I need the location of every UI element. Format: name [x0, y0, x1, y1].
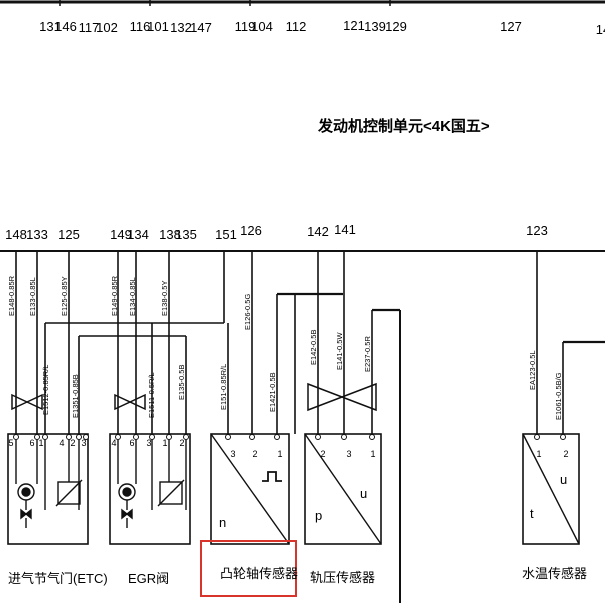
bottom-pin: 123 — [526, 223, 548, 238]
wire-label: EA123-0.5L — [528, 350, 537, 390]
top-pin: 129 — [385, 19, 407, 34]
cam-label-highlight — [200, 540, 297, 597]
bottom-pin: 148 — [5, 227, 27, 242]
wire-label: E1061-0.5B/G — [554, 372, 563, 420]
wire-label: E142-0.5B — [309, 330, 318, 365]
bottom-pin: 134 — [127, 227, 149, 242]
top-pin: 139 — [364, 19, 386, 34]
wire-label: E1351-0.85B — [71, 374, 80, 418]
top-pin: 131 — [39, 19, 61, 34]
cam-label: 凸轮轴传感器 — [220, 566, 298, 581]
egr-label: EGR阀 — [128, 571, 169, 586]
cam-sensor-component: 3 2 1 n — [210, 433, 290, 545]
egr-pin: 3 — [146, 438, 151, 448]
egr-pin: 1 — [162, 438, 167, 448]
wire-label: E1512-0.85R/L — [41, 365, 50, 415]
coolant-temp-sensor-component: 1 2 t u — [522, 433, 580, 545]
bottom-pin: 151 — [215, 227, 237, 242]
bottom-pin: 138 — [159, 227, 181, 242]
cam-pin: 1 — [277, 449, 282, 459]
top-pin: 132 — [170, 20, 192, 35]
top-pin: 101 — [147, 19, 169, 34]
egr-pin: 2 — [179, 438, 184, 448]
egr-pin: 4 — [111, 438, 116, 448]
bottom-pin: 142 — [307, 224, 329, 239]
ecu-bottom-pins: 148 133 125 149 134 138 135 151 126 142 … — [5, 222, 548, 242]
rail-label: 轨压传感器 — [310, 570, 375, 585]
wire-label: E148-0.85R — [7, 275, 16, 316]
rail-symbol-u: u — [360, 486, 367, 501]
bottom-pin: 149 — [110, 227, 132, 242]
wire-label: E138-0.5Y — [160, 281, 169, 316]
wire-label: E1511-0.5R/L — [147, 372, 156, 418]
top-pin: 117 — [79, 20, 100, 35]
wire-label: E1421-0.5B — [268, 372, 277, 412]
top-pin: 104 — [251, 19, 273, 34]
wire-label: E135-0.5B — [177, 365, 186, 400]
etc-pin: 5 — [8, 438, 13, 448]
etc-pin: 2 — [70, 438, 75, 448]
wire-label: E126-0.5G — [243, 294, 252, 330]
cam-pin: 3 — [230, 449, 235, 459]
rail-pin: 1 — [370, 449, 375, 459]
temp-symbol-t: t — [530, 506, 534, 521]
wire-label: E134-0.85L — [128, 277, 137, 316]
etc-pin: 3 — [81, 438, 86, 448]
wire-label: E151-0.85R/L — [219, 364, 228, 410]
etc-pin: 1 — [38, 438, 43, 448]
top-pin: 127 — [500, 19, 522, 34]
wire-label: E237-0.5R — [363, 336, 372, 372]
egr-valve-component: 4 6 3 1 2 — [109, 433, 191, 545]
egr-pin: 6 — [129, 438, 134, 448]
top-pin: 147 — [190, 20, 212, 35]
top-pin: 119 — [235, 19, 256, 34]
wire-label: E141-0.5W — [335, 332, 344, 370]
temp-label: 水温传感器 — [522, 566, 587, 581]
top-pin: 102 — [96, 20, 118, 35]
rail-pressure-sensor-component: 2 3 1 p u — [304, 433, 382, 545]
etc-throttle-component: 5 6 1 4 2 3 — [7, 433, 89, 545]
ecu-top-pins: 131 146 117 102 116 101 132 147 119 104 … — [39, 18, 605, 37]
top-pin: 146 — [55, 19, 77, 34]
etc-pin: 4 — [59, 438, 64, 448]
rail-symbol-p: p — [315, 508, 322, 523]
wire-labels: E148-0.85R E133-0.85L E125-0.85Y E149-0.… — [7, 275, 563, 420]
top-pin: 116 — [130, 19, 151, 34]
temp-pin: 2 — [563, 449, 568, 459]
etc-label: 进气节气门(ETC) — [8, 571, 108, 586]
bottom-pin: 141 — [334, 222, 356, 237]
temp-pin: 1 — [536, 449, 541, 459]
bottom-pin: 125 — [58, 227, 80, 242]
rail-pin: 3 — [346, 449, 351, 459]
bottom-pin: 126 — [240, 223, 262, 238]
bottom-pin: 135 — [175, 227, 197, 242]
bottom-pin: 133 — [26, 227, 48, 242]
wire-label: E149-0.85R — [110, 275, 119, 316]
rail-pin: 2 — [320, 449, 325, 459]
top-pin: 14 — [596, 22, 605, 37]
cam-symbol: n — [219, 515, 226, 530]
wire-label: E125-0.85Y — [60, 276, 69, 316]
ecu-title: 发动机控制单元<4K国五> — [317, 117, 490, 135]
cam-pin: 2 — [252, 449, 257, 459]
etc-pin: 6 — [29, 438, 34, 448]
top-pin: 121 — [343, 18, 365, 33]
temp-symbol-u: u — [560, 472, 567, 487]
wire-label: E133-0.85L — [28, 277, 37, 316]
top-pin: 112 — [286, 19, 307, 34]
